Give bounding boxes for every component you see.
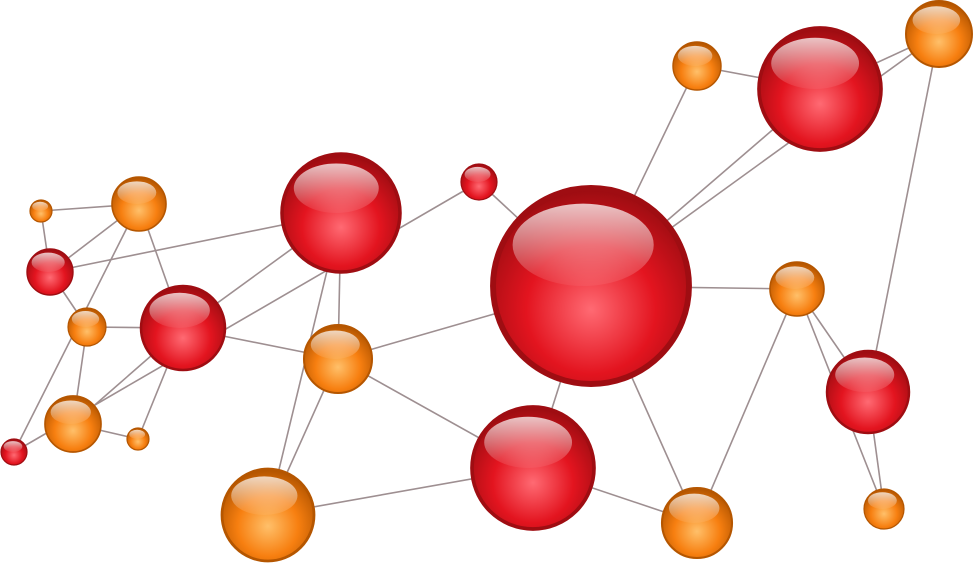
red-node-n16 (757, 26, 883, 152)
red-node-n20 (825, 349, 911, 435)
red-node-n9 (280, 152, 402, 274)
orange-node-n1 (29, 199, 53, 223)
edge-n18-n19 (696, 288, 798, 524)
red-node-n5 (139, 284, 227, 372)
red-node-n13 (490, 185, 692, 387)
red-node-n14 (470, 405, 596, 531)
orange-node-n10 (302, 323, 374, 395)
orange-node-n19 (769, 261, 825, 317)
red-node-n3 (26, 248, 74, 296)
orange-node-n18 (660, 486, 734, 560)
orange-node-n8 (126, 427, 150, 451)
red-node-n12 (460, 163, 498, 201)
orange-node-n2 (111, 176, 167, 232)
orange-node-n17 (905, 0, 973, 68)
edge-n17-n20 (867, 33, 940, 393)
red-node-n6 (0, 438, 28, 466)
orange-node-n21 (863, 488, 905, 530)
orange-node-n11 (220, 467, 316, 563)
orange-node-n15 (672, 41, 722, 91)
orange-node-n4 (67, 307, 107, 347)
orange-node-n7 (44, 395, 102, 453)
